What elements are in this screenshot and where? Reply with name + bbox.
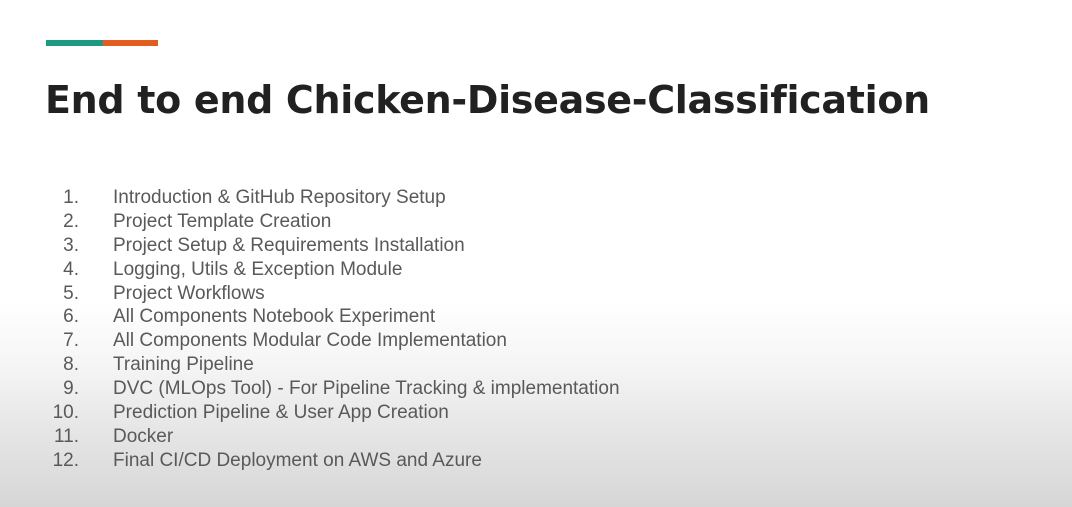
agenda-item-text: Project Template Creation [113,210,332,232]
agenda-item-text: Docker [113,425,174,447]
agenda-item-text: Project Setup & Requirements Installatio… [113,234,465,256]
agenda-item: 5. Project Workflows [46,282,620,306]
accent-bar-teal-segment [46,40,103,46]
agenda-item: 10. Prediction Pipeline & User App Creati… [46,401,620,425]
agenda-item: 11. Docker [46,425,620,449]
accent-bar-orange-segment [103,40,158,46]
agenda-item: 7. All Components Modular Code Implementa… [46,329,620,353]
agenda-item: 8. Training Pipeline [46,353,620,377]
agenda-item-number: 3. [63,234,79,256]
agenda-item: 12. Final CI/CD Deployment on AWS and Azu… [46,449,620,473]
agenda-item-text: All Components Modular Code Implementati… [113,330,507,352]
accent-bar [46,40,158,46]
agenda-item-number: 6. [63,306,79,328]
agenda-item-number: 5. [63,282,79,304]
agenda-item: 4. Logging, Utils & Exception Module [46,258,620,282]
agenda-item-text: All Components Notebook Experiment [113,306,436,328]
agenda-item-text: Training Pipeline [113,354,254,376]
agenda-item-number: 7. [63,330,79,352]
agenda-item-text: DVC (MLOps Tool) - For Pipeline Tracking… [113,378,620,400]
slide-title: End to end Chicken-Disease-Classificatio… [45,78,930,122]
agenda-item: 2. Project Template Creation [46,210,620,234]
agenda-list: 1. Introduction & GitHub Repository Setup… [46,186,620,473]
agenda-item-number: 9. [63,378,79,400]
agenda-item-number: 10. [52,401,79,423]
agenda-item-number: 4. [63,258,79,280]
agenda-item-number: 11. [53,425,79,447]
agenda-item: 3. Project Setup & Requirements Installat… [46,234,620,258]
agenda-item-text: Introduction & GitHub Repository Setup [113,186,446,208]
agenda-item-number: 1. [63,186,79,208]
agenda-item-text: Final CI/CD Deployment on AWS and Azure [113,449,482,471]
agenda-item-text: Project Workflows [113,282,265,304]
agenda-item-number: 2. [63,210,79,232]
agenda-item-number: 12. [52,449,79,471]
agenda-item: 1. Introduction & GitHub Repository Setup [46,186,620,210]
agenda-item: 9. DVC (MLOps Tool) - For Pipeline Tracki… [46,377,620,401]
agenda-item-number: 8. [63,354,79,376]
agenda-item-text: Prediction Pipeline & User App Creation [113,401,449,423]
agenda-item-text: Logging, Utils & Exception Module [113,258,403,280]
agenda-item: 6. All Components Notebook Experiment [46,305,620,329]
